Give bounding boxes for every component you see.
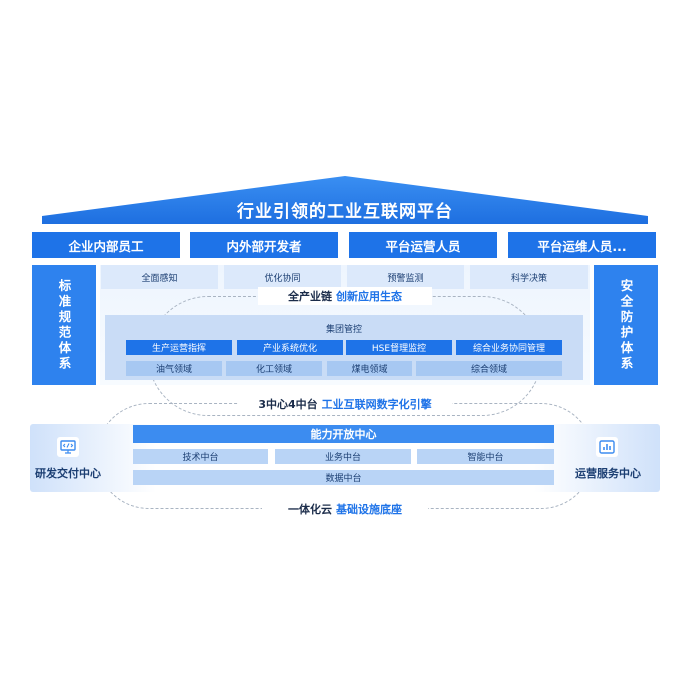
capability-open-center: 能力开放中心: [133, 425, 554, 443]
engine-label-prefix: 3中心4中台: [258, 398, 318, 411]
subsystem-production: 生产运营指挥: [126, 340, 232, 355]
business-middle-platform: 业务中台: [275, 449, 411, 464]
capability-perception: 全面感知: [101, 265, 218, 289]
cloud-label: 一体化云 基础设施底座: [262, 500, 428, 518]
domain-coal-power: 煤电领域: [327, 361, 412, 376]
user-maintainers: 平台运维人员...: [508, 232, 656, 258]
cloud-label-prefix: 一体化云: [288, 503, 332, 516]
standards-pillar-label: 标准规范体系: [56, 278, 72, 372]
cloud-label-highlight: 基础设施底座: [336, 503, 402, 516]
group-control-title: 集团管控: [325, 325, 362, 335]
user-developers: 内外部开发者: [190, 232, 338, 258]
tech-middle-platform: 技术中台: [133, 449, 268, 464]
engine-label: 3中心4中台 工业互联网数字化引擎: [238, 395, 452, 413]
user-employees: 企业内部员工: [32, 232, 180, 258]
domain-chemical: 化工领域: [226, 361, 322, 376]
user-operators: 平台运营人员: [349, 232, 497, 258]
capability-collaboration: 优化协同: [224, 265, 341, 289]
domain-oil-gas: 油气领域: [126, 361, 222, 376]
code-window-icon: [57, 437, 79, 457]
roof-shape: [42, 176, 648, 224]
platform-title: 行业引领的工业互联网平台: [237, 202, 453, 222]
standards-pillar: 标准规范体系: [32, 265, 96, 385]
capability-monitoring: 预警监测: [347, 265, 464, 289]
subsystem-business: 综合业务协同管理: [456, 340, 562, 355]
security-pillar: 安全防护体系: [594, 265, 658, 385]
chain-label-highlight: 创新应用生态: [336, 290, 402, 303]
subsystem-hse: HSE督理监控: [346, 340, 452, 355]
chain-label: 全产业链 创新应用生态: [258, 287, 432, 305]
engine-label-highlight: 工业互联网数字化引擎: [321, 398, 432, 411]
rd-delivery-center: 研发交付中心: [35, 467, 101, 480]
ops-service-center: 运营服务中心: [575, 467, 641, 480]
chain-label-prefix: 全产业链: [288, 290, 332, 303]
bar-chart-icon: [596, 437, 618, 457]
security-pillar-label: 安全防护体系: [618, 278, 634, 372]
data-middle-platform: 数据中台: [133, 470, 554, 485]
intelligence-middle-platform: 智能中台: [417, 449, 554, 464]
capability-decision: 科学决策: [470, 265, 588, 289]
subsystem-industry: 产业系统优化: [237, 340, 343, 355]
domain-comprehensive: 综合领域: [416, 361, 562, 376]
